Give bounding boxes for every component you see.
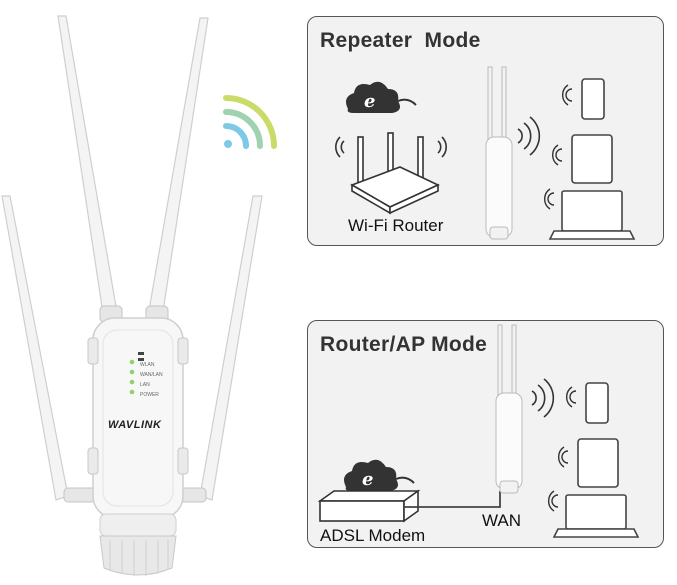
phone-icon [585, 382, 609, 424]
tablet-icon [577, 438, 619, 488]
internet-cloud-icon: e [346, 81, 417, 113]
router-client-devices [548, 382, 640, 538]
led-label-power: POWER [140, 392, 159, 398]
repeater-extender-icon [485, 66, 541, 240]
product-photo: WLAN WAN/LAN LAN POWER WAVLINK [0, 0, 290, 585]
phone-icon [581, 78, 605, 120]
wifi-signal-icon [223, 95, 277, 149]
laptop-icon [565, 494, 627, 530]
led-label-wlan: WLAN [140, 362, 155, 368]
repeater-mode-panel: Repeater Mode e Wi-Fi Router [307, 16, 664, 246]
repeater-client-devices [544, 78, 636, 240]
wan-connection-line [404, 491, 501, 508]
repeater-mode-title: Repeater Mode [320, 29, 481, 52]
led-label-wan-lan: WAN/LAN [140, 372, 163, 378]
led-label-lan: LAN [140, 382, 150, 388]
adsl-modem-label: ADSL Modem [320, 526, 426, 545]
svg-text:e: e [362, 469, 373, 490]
brand-logo: WAVLINK [108, 419, 162, 431]
tablet-icon [571, 134, 613, 184]
wifi-router-label: Wi-Fi Router [348, 216, 444, 235]
router-ap-mode-panel: Router/AP Mode e ADSL Modem WAN [307, 320, 664, 548]
wan-label: WAN [482, 511, 522, 530]
wifi-router-icon [335, 132, 447, 215]
adsl-modem-icon [317, 489, 421, 523]
router-ap-mode-title: Router/AP Mode [320, 333, 488, 356]
svg-text:e: e [364, 91, 375, 112]
antenna-far-left [1, 195, 69, 501]
antenna-far-right [199, 195, 263, 501]
internet-cloud-icon: e [344, 459, 415, 491]
laptop-icon [561, 190, 623, 232]
extender-device [1, 15, 263, 576]
antenna-inner-left [57, 15, 119, 321]
router-extender-icon [495, 324, 555, 494]
antenna-inner-right [147, 17, 209, 319]
